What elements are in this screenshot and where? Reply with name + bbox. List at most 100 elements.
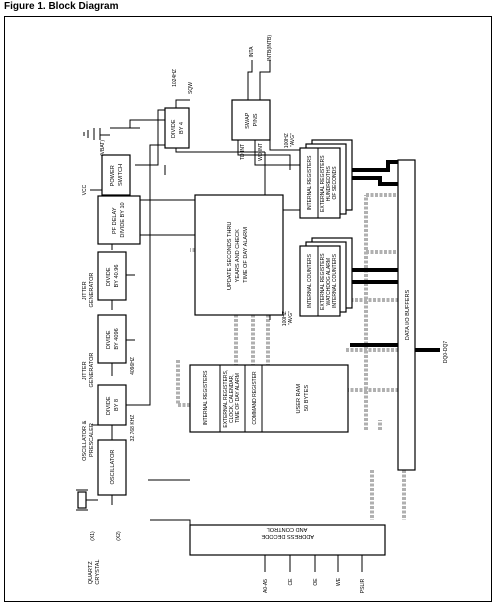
power-switch-label-line1: POWER: [110, 165, 116, 186]
divide-by-8-block: DIVIDE BY 8: [97, 384, 127, 426]
swap-pins-label-line1: SWAP: [245, 112, 251, 129]
power-switch-block: POWER SWITCH: [101, 154, 131, 196]
freq-4096-label: 4096HZ: [130, 357, 136, 375]
divide-by-4-label-line1: DIVIDE: [171, 119, 177, 138]
ext-watchdog-line2: WATCHDOG ALARM: [326, 258, 332, 306]
pf-delay-label-line1: PF DELAY: [112, 207, 118, 234]
svg-text:UPDATE SECONDS THRU YEAR: UPDATE SECONDS THRU YEARS AND CHECK TIME…: [227, 220, 249, 290]
divide-4096-label-line1: DIVIDE: [106, 330, 112, 349]
swap-pins-label-line2: PINS: [253, 113, 259, 126]
x2-label: (X2): [116, 531, 122, 541]
jitter-gen2-line1: JITTER: [82, 281, 88, 300]
crystal-symbol: [76, 489, 88, 511]
figure-title: Figure 1. Block Diagram: [4, 1, 119, 12]
power-switch-label-line2: SWITCH: [118, 164, 124, 186]
user-ram-line2: 50 BYTES: [304, 385, 310, 411]
avg2-line2: "AVG": [288, 311, 294, 325]
divide-4036-label-line1: DIVIDE: [106, 267, 112, 286]
svg-text:QUARTZ CRYSTAL: QUARTZ CRYSTAL: [88, 559, 101, 584]
quartz-line2: CRYSTAL: [95, 559, 101, 584]
user-ram-line1: USER RAM: [296, 384, 302, 414]
update-block: UPDATE SECONDS THRU YEARS AND CHECK TIME…: [194, 194, 284, 316]
avg1-line2: "AVG": [290, 133, 296, 147]
hundredths-block: INTERNAL REGISTERS EXTERNAL REGISTERS HU…: [299, 139, 353, 219]
data-io-buffers-label: DATA I/O BUFFERS: [405, 290, 411, 341]
watchdog-block: INTERNAL COUNTERS EXTERNAL REGISTERS WAT…: [299, 237, 353, 317]
svg-text:SWAP PINS: SWAP PINS: [245, 111, 259, 129]
divide-by-4096-block: DIVIDE BY 4096: [97, 314, 127, 364]
avg2-line1: 100HZ: [282, 311, 288, 326]
internal-registers-hs-label: INTERNAL REGISTERS: [307, 155, 313, 210]
td-int-label: TD INT: [240, 144, 246, 160]
pf-delay-label-line2: DIVIDE BY 10: [120, 202, 126, 237]
svg-text:EXTERNAL REGISTERS HUNDR: EXTERNAL REGISTERS HUNDREDTHS OF SECONDS: [320, 154, 338, 212]
vbat-label: (VBAT): [100, 140, 106, 156]
ext-hundredths-line3: OF SECONDS: [332, 166, 338, 200]
svg-text:PF DELAY DIVIDE BY 10: PF DELAY DIVIDE BY 10: [112, 202, 126, 237]
ext-registers-line3: TIME OF DAY ALARM: [235, 373, 241, 423]
pf-delay-block: PF DELAY DIVIDE BY 10: [97, 195, 141, 245]
internal-registers-label: INTERNAL REGISTERS: [203, 370, 209, 425]
a0a5-label: A0-A5: [263, 579, 269, 593]
divide-4036-label-line2: BY 40.96: [114, 265, 120, 288]
inta-label: INTA: [249, 46, 255, 58]
divide-4096-label-line2: BY 4096: [114, 328, 120, 349]
svg-text:POWER SWITCH: POWER SWITCH: [110, 164, 124, 187]
avg1-line1: 100HZ: [284, 133, 290, 148]
jitter-gen-line2: GENERATOR: [89, 353, 95, 388]
figure-frame: [4, 16, 492, 602]
divide-by-4-label-line2: BY 4: [179, 122, 185, 134]
svg-text:EXTERNAL REGISTERS WATCH: EXTERNAL REGISTERS WATCHDOG ALARM INTERN…: [320, 252, 338, 310]
data-buses: [350, 160, 440, 352]
divide-by-4036-block: DIVIDE BY 40.96: [97, 251, 127, 301]
update-label-line3: TIME OF DAY ALARM: [243, 227, 249, 283]
address-decode-line2: AND CONTROL: [267, 526, 308, 532]
x1-label: (X1): [90, 531, 96, 541]
ground-icon: [83, 128, 101, 140]
update-label-line1: UPDATE SECONDS THRU: [227, 222, 233, 290]
register-ram-block: INTERNAL REGISTERS EXTERNAL REGISTERS, C…: [189, 364, 349, 433]
command-register-label: COMMAND REGISTER: [252, 371, 258, 425]
freq-1024-label: 1024HZ: [172, 69, 178, 87]
address-decode-line1: ADDRESS DECODE: [261, 533, 314, 539]
freq-32768-label: 32.768 KHZ: [130, 415, 136, 442]
svg-text:JITTER GENERATOR: JITTER GENERATOR: [82, 353, 95, 388]
ext-hundredths-line2: HUNDREDTHS: [326, 166, 332, 202]
svg-text:OSCILLATOR & PRESCALER: OSCILLATOR & PRESCALER: [82, 419, 95, 461]
jitter-gen2-line2: GENERATOR: [89, 273, 95, 308]
update-label-line2: YEARS AND CHECK: [235, 229, 241, 282]
ext-registers-line2: CLOCK, CALENDAR,: [229, 374, 235, 423]
svg-text:100HZ "AVG": 100HZ "AVG": [282, 310, 294, 326]
internal-counters-label: INTERNAL COUNTERS: [307, 253, 313, 308]
we-label: WE: [336, 577, 342, 586]
svg-text:EXTERNAL REGISTERS, CLOC: EXTERNAL REGISTERS, CLOCK, CALENDAR, TIM…: [223, 368, 241, 427]
data-io-buffers-block: DATA I/O BUFFERS: [397, 159, 416, 471]
pslir-label: PSLIR: [360, 578, 366, 593]
ext-watchdog-line3: INTERNAL COUNTERS: [332, 253, 338, 308]
oe-label: OE: [313, 578, 319, 586]
svg-text:100HZ "AVG": 100HZ "AVG": [284, 132, 296, 148]
intb-label: INTB(INTB): [267, 35, 273, 61]
osc-prescaler-line1: OSCILLATOR &: [82, 420, 88, 460]
divide-by-4-block: DIVIDE BY 4: [164, 107, 190, 149]
ext-hundredths-line1: EXTERNAL REGISTERS: [320, 155, 326, 212]
svg-text:DIVIDE BY 40.96: DIVIDE BY 40.96: [106, 265, 120, 288]
swap-pins-block: SWAP PINS: [231, 99, 271, 141]
divide-by-8-label-line2: BY 8: [114, 399, 120, 411]
ext-watchdog-line1: EXTERNAL REGISTERS: [320, 253, 326, 310]
sqw-label: SQW: [188, 82, 194, 94]
oscillator-label: OSCILLATOR: [110, 450, 116, 485]
wd-int-label: WD INT: [258, 143, 264, 161]
quartz-line1: QUARTZ: [88, 561, 94, 584]
divide-by-8-label-line1: DIVIDE: [106, 396, 112, 415]
svg-text:DIVIDE BY 4096: DIVIDE BY 4096: [106, 328, 120, 349]
osc-prescaler-line2: PRESCALER: [89, 423, 95, 457]
signal-labels: OSCILLATOR & PRESCALER JITTER GENERATOR …: [82, 35, 449, 594]
ext-registers-line1: EXTERNAL REGISTERS,: [223, 370, 229, 428]
svg-text:USER RAM 50 BYTES: USER RAM 50 BYTES: [296, 382, 310, 413]
jitter-gen-line1: JITTER: [82, 361, 88, 380]
ce-label: CE: [288, 578, 294, 586]
svg-text:DIVIDE BY 8: DIVIDE BY 8: [106, 395, 120, 415]
oscillator-block: OSCILLATOR: [97, 439, 127, 496]
